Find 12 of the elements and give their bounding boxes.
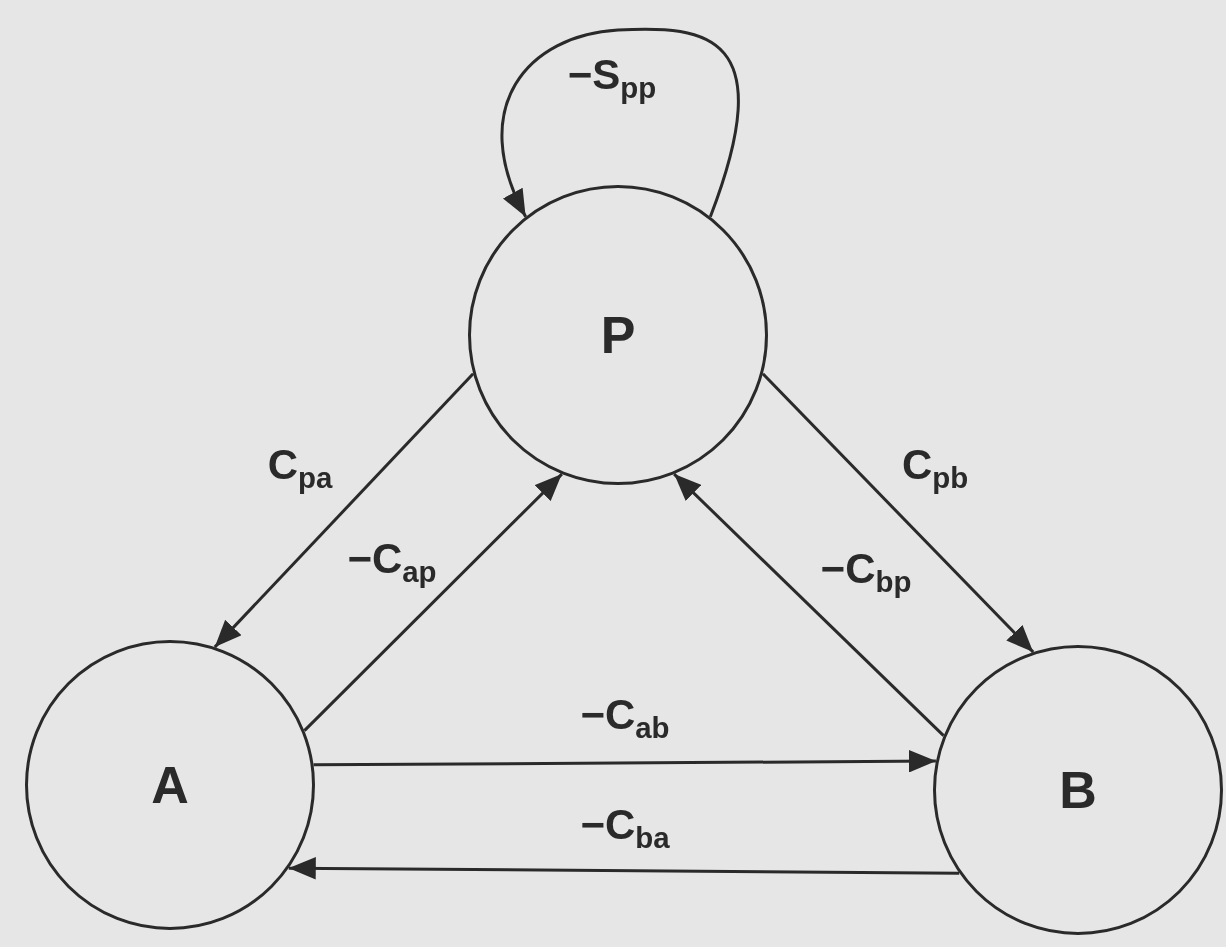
state-circle [933,645,1223,935]
node-label: B [1059,760,1097,820]
state-circle [468,185,768,485]
arrow [303,473,563,732]
arrow [288,857,960,880]
arrow [313,750,936,773]
state-circle [25,640,315,930]
self-loop-arrow [500,27,740,218]
arrow [213,372,475,649]
arrow [761,372,1035,654]
node-label: A [151,755,189,815]
node-label: P [600,305,636,365]
